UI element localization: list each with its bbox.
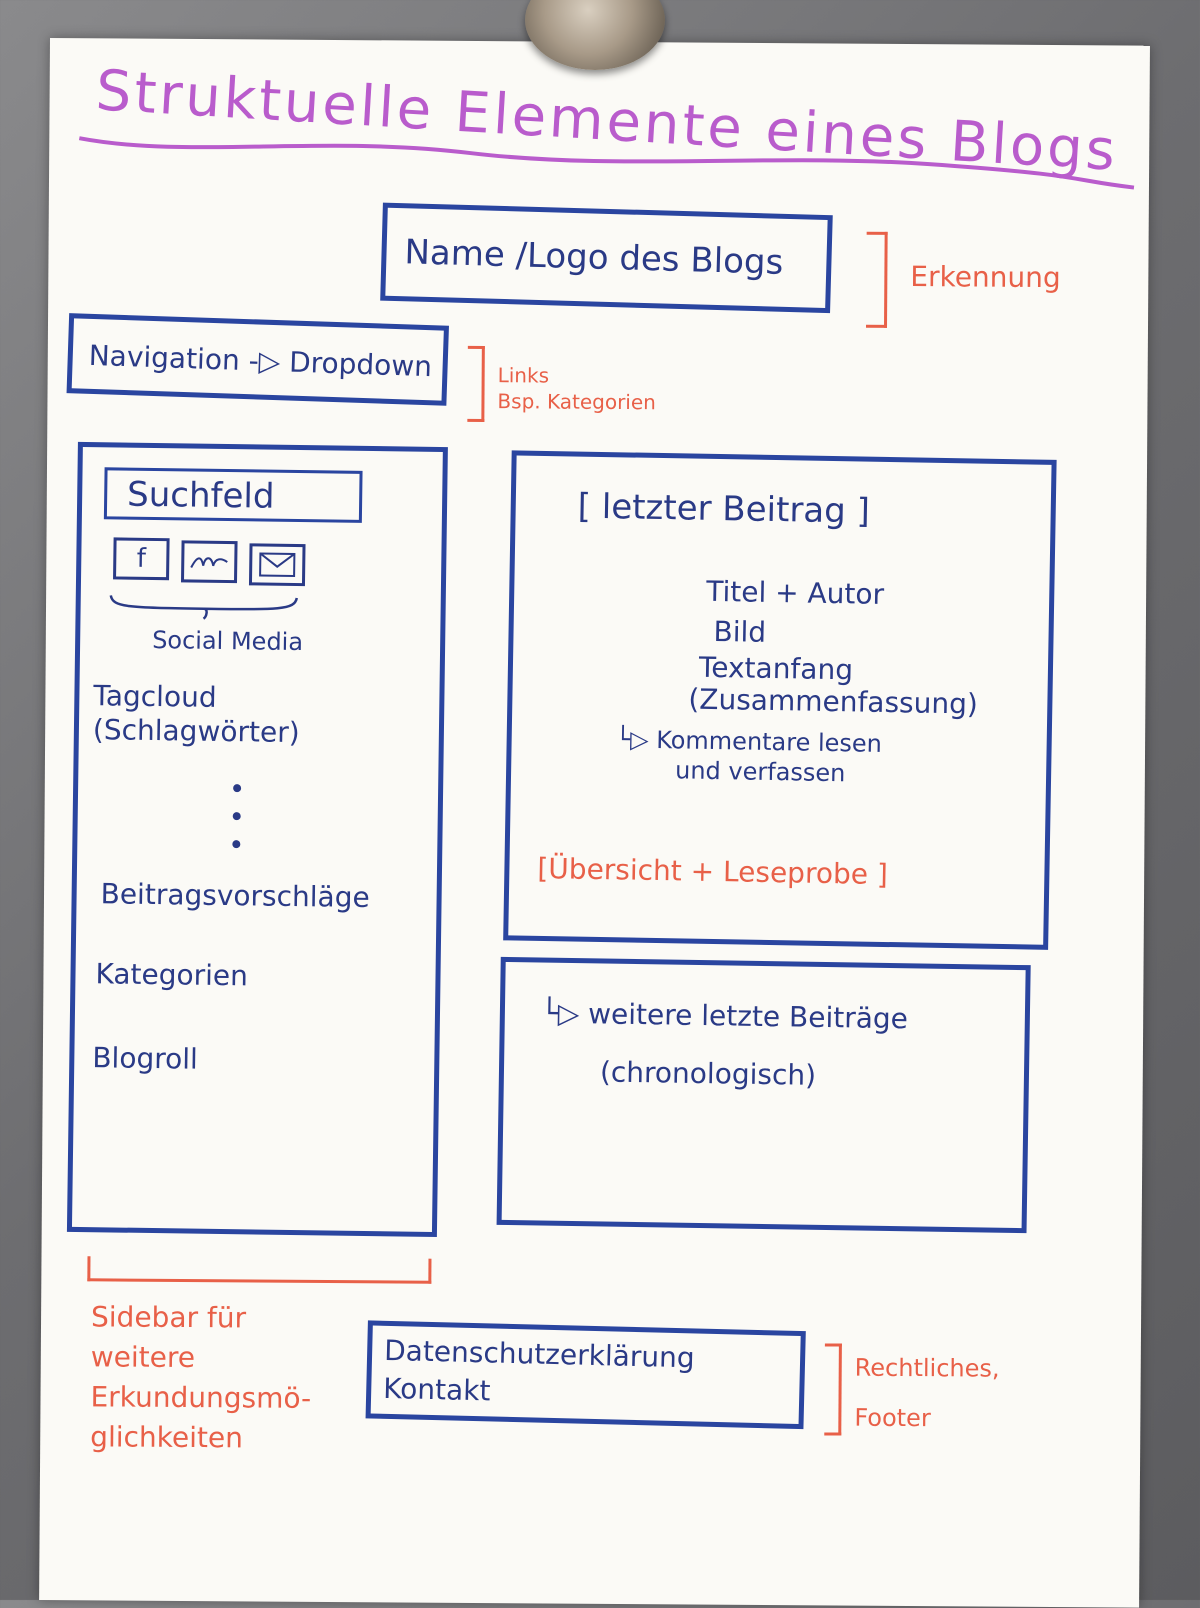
blogroll-label: Blogroll bbox=[92, 1041, 199, 1076]
sidebar-note-3: Erkundungsmö- bbox=[90, 1380, 312, 1415]
navigation-box: Navigation -▷ Dropdown bbox=[66, 313, 449, 406]
paper-sheet: Struktuelle Elemente eines Blogs Name /L… bbox=[39, 38, 1150, 1608]
footer-bracket bbox=[824, 1343, 842, 1436]
sidebar-note-1: Sidebar für bbox=[90, 1300, 247, 1335]
logo-bracket bbox=[865, 231, 888, 328]
search-field-label: Suchfeld bbox=[126, 474, 275, 517]
latest-post-comments: └▷ Kommentare lesen bbox=[615, 725, 883, 758]
logo-box: Name /Logo des Blogs bbox=[380, 202, 833, 314]
tagcloud-sub-label: (Schlagwörter) bbox=[92, 713, 300, 750]
sidebar-note-4: glichkeiten bbox=[90, 1420, 244, 1455]
navigation-note-categories: Bsp. Kategorien bbox=[497, 389, 656, 415]
sidebar-box: Suchfeld f Social Media Tagcloud (Schlag… bbox=[66, 441, 448, 1238]
footer-box: Datenschutzerklärung Kontakt bbox=[365, 1320, 806, 1430]
footer-contact: Kontakt bbox=[382, 1371, 491, 1408]
title-underline bbox=[78, 136, 1135, 190]
navigation-box-label: Navigation -▷ Dropdown bbox=[88, 338, 433, 384]
mail-icon bbox=[180, 540, 238, 584]
more-posts-label: └▷ weitere letzte Beiträge bbox=[540, 996, 909, 1036]
latest-post-image: Bild bbox=[713, 614, 767, 649]
footer-note-legal: Rechtliches, bbox=[854, 1353, 1000, 1383]
sidebar-bracket bbox=[87, 1256, 432, 1284]
latest-post-note: [Übersicht + Leseprobe ] bbox=[537, 851, 889, 892]
navigation-bracket bbox=[467, 345, 485, 423]
footer-note-footer: Footer bbox=[854, 1403, 931, 1433]
latest-post-comments-2: und verfassen bbox=[674, 756, 846, 788]
suggestions-label: Beitragsvorschläge bbox=[100, 877, 370, 915]
navigation-note-links: Links bbox=[497, 363, 550, 388]
latest-post-text-start: Textanfang bbox=[698, 650, 854, 687]
logo-note: Erkennung bbox=[910, 260, 1061, 295]
social-media-label: Social Media bbox=[151, 625, 304, 657]
latest-post-heading: [ letzter Beitrag ] bbox=[577, 486, 871, 532]
categories-label: Kategorien bbox=[95, 957, 249, 993]
latest-post-title-author: Titel + Autor bbox=[705, 574, 885, 611]
ellipsis-dots bbox=[232, 784, 242, 868]
more-posts-chronological: (chronologisch) bbox=[599, 1055, 817, 1092]
latest-post-box: [ letzter Beitrag ] Titel + Autor Bild T… bbox=[503, 450, 1057, 950]
logo-box-label: Name /Logo des Blogs bbox=[403, 232, 784, 283]
sidebar-note-2: weitere bbox=[90, 1340, 196, 1375]
search-field: Suchfeld bbox=[103, 467, 363, 523]
tagcloud-label: Tagcloud bbox=[93, 679, 217, 714]
facebook-icon: f bbox=[113, 537, 170, 581]
footer-privacy: Datenschutzerklärung bbox=[383, 1333, 696, 1375]
more-posts-box: └▷ weitere letzte Beiträge (chronologisc… bbox=[496, 956, 1031, 1234]
social-brace bbox=[109, 595, 299, 620]
envelope-icon bbox=[248, 543, 306, 587]
latest-post-summary: (Zusammenfassung) bbox=[688, 682, 979, 721]
